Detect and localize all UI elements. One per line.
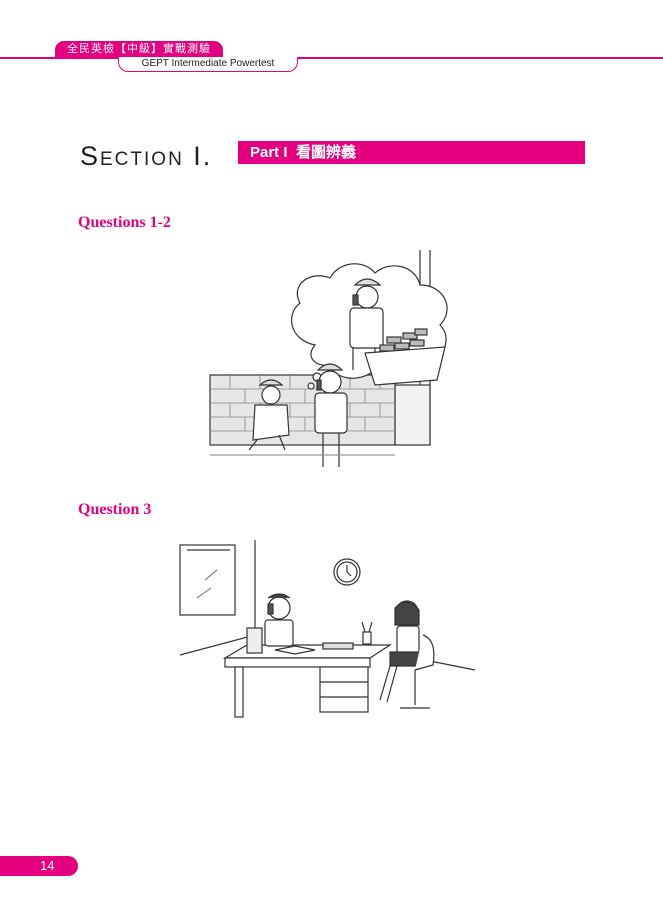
book-subtitle-tab: GEPT Intermediate Powertest <box>118 57 298 72</box>
construction-illustration <box>209 250 448 467</box>
header-rule <box>0 57 663 59</box>
brick-pile <box>364 328 446 386</box>
desk <box>222 644 393 718</box>
section-title: Section I. <box>80 141 213 171</box>
seated-woman <box>379 600 435 709</box>
pen-holder-icon <box>361 621 373 645</box>
window <box>179 544 236 616</box>
man-on-phone <box>246 593 294 654</box>
open-book <box>274 645 316 655</box>
question-heading: Questions 1-2 <box>78 214 171 231</box>
worker-in-bubble <box>349 278 384 370</box>
crouching-worker <box>248 379 290 451</box>
question-heading: Question 3 <box>78 501 152 518</box>
office-illustration <box>179 540 476 718</box>
brick-wall <box>209 374 396 446</box>
book-title-tab: 全民英檢【中級】實戰測驗 <box>55 41 223 57</box>
wall-clock-icon <box>333 558 361 586</box>
part-label: Part I <box>250 144 288 161</box>
part-bar: Part I 看圖辨義 <box>238 141 585 164</box>
worker-on-phone <box>314 363 348 467</box>
part-title: 看圖辨義 <box>296 144 357 161</box>
page-number: 14 <box>0 856 78 876</box>
document-tray <box>322 642 354 650</box>
